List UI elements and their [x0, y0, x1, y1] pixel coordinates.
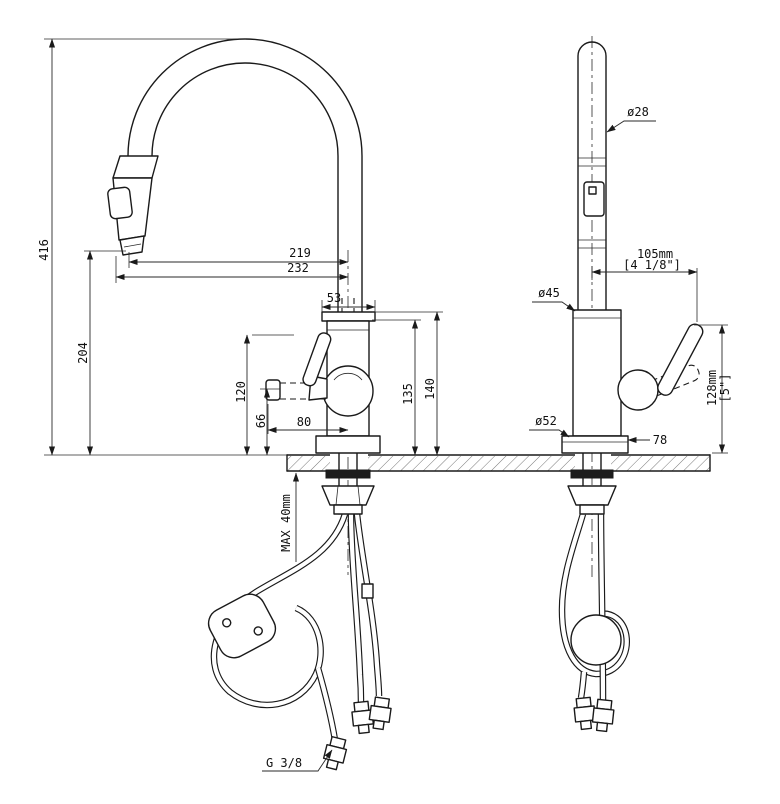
side-shank-cutout: [575, 454, 611, 472]
front-mounting-hardware: [321, 452, 375, 515]
front-view-faucet: [107, 38, 392, 771]
body-base: [315, 435, 381, 454]
spray-head: [107, 155, 159, 256]
front-handle: [265, 332, 332, 401]
dim-219: 219: [128, 246, 349, 268]
dim-78-label: 78: [653, 433, 667, 447]
spray-hose-weight: [207, 593, 277, 659]
dimensions-front: 416 204 219 232 53 120: [37, 38, 443, 772]
front-hoses: [210, 512, 383, 741]
spray-head-collar: [112, 155, 159, 179]
front-shank-cutout: [330, 454, 368, 472]
dim-204-label: 204: [76, 342, 90, 364]
dim-105: 105mm [4 1/8"]: [591, 247, 698, 322]
dim-140: 140: [372, 311, 443, 456]
dim-135: 135: [372, 319, 421, 456]
dim-416: 416: [37, 38, 56, 456]
body-cap: [321, 311, 376, 322]
countertop: [286, 454, 711, 472]
dim-128mm-label: 128mm: [705, 370, 719, 406]
dim-120-label: 120: [234, 381, 248, 403]
side-connector-2: [591, 698, 615, 733]
dia45-label: ø45: [538, 286, 560, 300]
dim-416-label: 416: [37, 239, 51, 261]
spray-button: [107, 186, 133, 220]
spray-hose-connector: [322, 735, 348, 771]
side-faucet-body: [561, 309, 629, 454]
side-handle: [617, 323, 704, 411]
dim-dia28: ø28: [606, 105, 656, 133]
dim-80: 80: [267, 404, 349, 434]
thread-label: G 3/8: [266, 756, 302, 770]
dim-66: 66: [254, 388, 280, 456]
hose-ball-weight: [570, 614, 622, 666]
dim-135-label: 135: [401, 383, 415, 405]
dim-max-thickness: MAX 40mm: [279, 472, 300, 562]
dim-dia52: ø52: [529, 414, 570, 438]
mounting-washer: [570, 469, 614, 479]
dim-128: 128mm [5"]: [694, 324, 732, 454]
dia52-label: ø52: [535, 414, 557, 428]
dim-232: 232: [115, 256, 349, 283]
mounting-washer: [325, 469, 371, 479]
side-mounting-hardware: [567, 452, 617, 515]
dim-dia45: ø45: [532, 286, 576, 312]
dim-80-label: 80: [297, 415, 311, 429]
dim-128in-label: [5"]: [718, 374, 732, 403]
dim-78: 78: [627, 433, 667, 447]
dim-53-label: 53: [327, 291, 341, 305]
side-spout-pipe: [577, 41, 607, 311]
dim-66-label: 66: [254, 414, 268, 428]
dim-105in-label: [4 1/8"]: [623, 258, 681, 272]
mounting-nut: [567, 485, 617, 506]
max-thickness-label: MAX 40mm: [279, 494, 293, 552]
handle-alt-endcap: [265, 379, 281, 401]
button-dot: [588, 186, 597, 195]
hose-clip: [361, 583, 374, 599]
side-hoses: [558, 513, 630, 701]
dim-232-label: 232: [287, 261, 309, 275]
dim-53: 53: [321, 291, 376, 312]
side-body-base: [561, 435, 629, 454]
dim-204: 204: [76, 250, 126, 456]
side-body-column: [572, 309, 622, 437]
side-handle-lever: [657, 323, 704, 396]
dim-140-label: 140: [423, 378, 437, 400]
supply-hose-connector-2: [368, 696, 392, 731]
dim-120: 120: [234, 334, 294, 456]
dim-thread: G 3/8: [262, 749, 333, 772]
mounting-nut: [321, 485, 375, 506]
side-view-faucet: [558, 36, 704, 733]
dim-105mm-label: 105mm: [637, 247, 673, 261]
handle-lever: [302, 332, 332, 387]
dimensions-side: ø28 105mm [4 1/8"] ø45 ø52 78 128mm [5"]: [529, 105, 732, 454]
side-connector-1: [573, 696, 597, 731]
dia28-label: ø28: [627, 105, 649, 119]
dim-219-label: 219: [289, 246, 311, 260]
handle-joint: [617, 369, 659, 411]
